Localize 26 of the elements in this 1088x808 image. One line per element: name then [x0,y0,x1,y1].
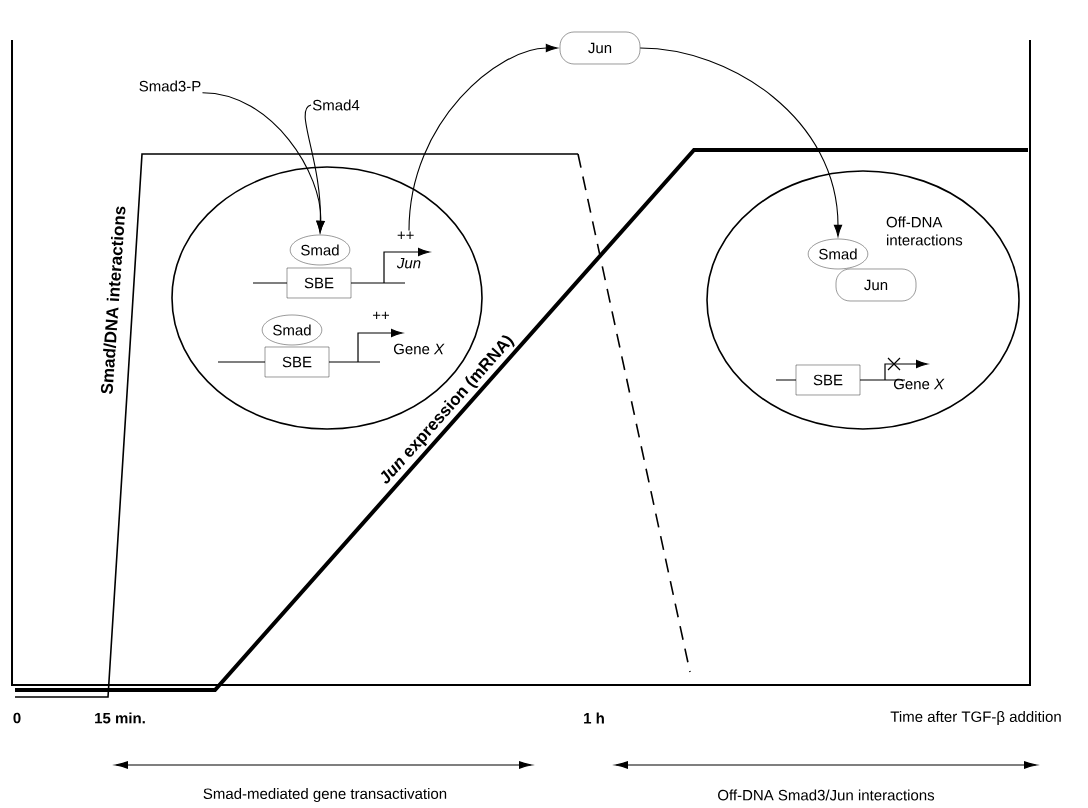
text-label: Smad4 [312,99,360,111]
sbe-box: SBE [264,346,330,378]
arrow [408,43,558,231]
pill-box: Jun [835,268,917,302]
gene-label: ++ Jun [396,231,421,269]
text-label: Off-DNA interactions [886,216,963,246]
tick-label: 0 [13,712,21,724]
sbe-box: SBE [286,267,352,299]
arrow [304,104,325,233]
smad-oval: Smad [807,238,869,270]
axis-label: Time after TGF-β addition [890,711,1061,725]
arrow [639,47,843,237]
axis-curve-label: Smad/DNA interactions [100,206,126,394]
nucleus-ellipse [706,170,1020,430]
text-label: Smad3-P [139,80,201,92]
tick-label: 1 h [584,712,604,724]
tick-label: 15 min. [95,712,145,724]
pill-box: Jun [559,31,641,65]
phase-label: Off-DNA Smad3/Jun interactions [718,789,935,801]
smad-oval: Smad [290,234,351,266]
smad-oval: Smad [262,314,323,346]
plus-sign: ++ [373,311,389,319]
sbe-box: SBE [795,364,861,396]
phase-label: Smad-mediated gene transactivation [203,788,447,802]
gene-label: Gene X [893,378,945,390]
gene-label: Gene X [393,343,445,355]
